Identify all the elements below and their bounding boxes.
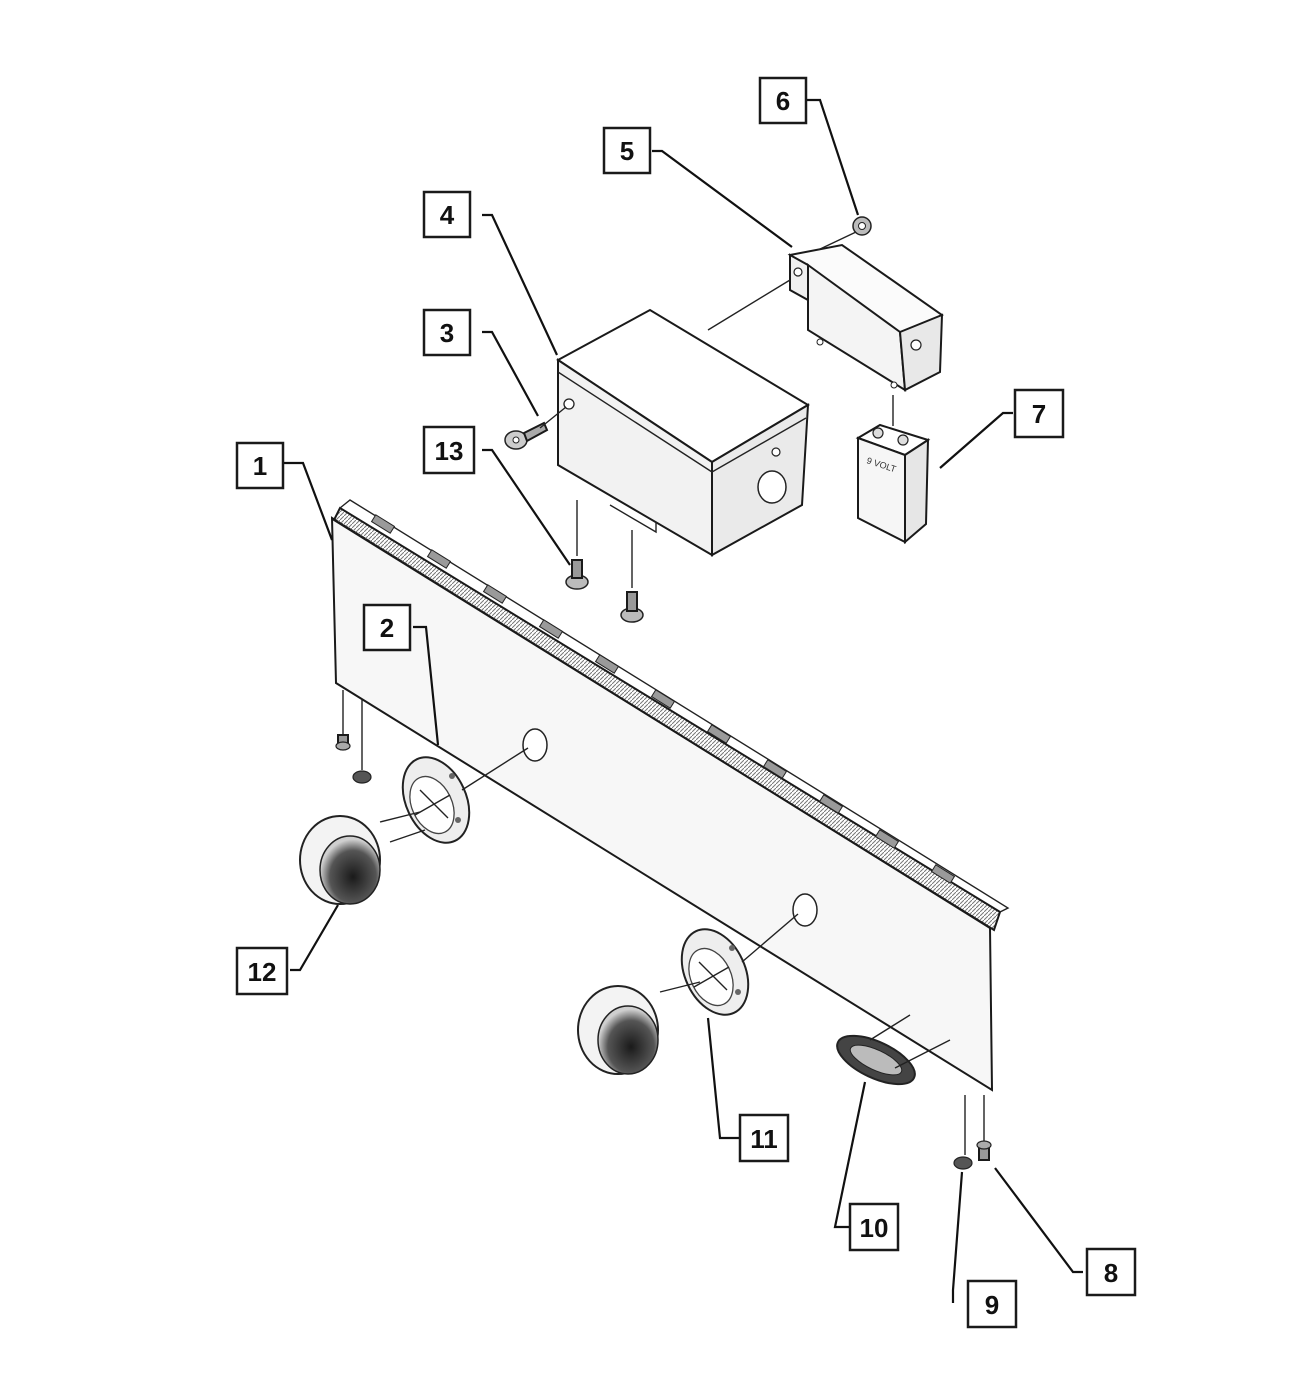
- callout-13: 13: [422, 425, 476, 475]
- housing-screw-hole: [563, 398, 575, 410]
- plate-hole-right: [792, 893, 818, 927]
- circuit-board-bracket: [787, 243, 944, 392]
- lamp-lens-left: [299, 815, 381, 905]
- callout-label: 1: [253, 451, 267, 481]
- callout-label: 11: [750, 1124, 778, 1154]
- lamp-lens-right: [577, 985, 659, 1075]
- housing-knockout: [757, 470, 787, 504]
- callout-5: 5: [602, 126, 652, 175]
- callout-8: 8: [1085, 1247, 1137, 1297]
- callout-11: 11: [738, 1113, 790, 1163]
- callout-9: 9: [966, 1279, 1018, 1329]
- screws-13: [565, 500, 644, 623]
- lamp-base-right: [680, 928, 750, 1016]
- plate-hinge-tabs: [370, 514, 956, 884]
- callout-label: 9: [985, 1290, 999, 1320]
- callout-6: 6: [758, 76, 808, 125]
- callout-label: 8: [1104, 1258, 1118, 1288]
- plate-hole-left: [522, 728, 548, 762]
- callout-label: 13: [435, 436, 464, 466]
- callout-label: 7: [1032, 399, 1046, 429]
- callout-label: 2: [380, 613, 394, 643]
- callout-7: 7: [1013, 388, 1065, 439]
- callout-1: 1: [235, 441, 285, 490]
- callout-label: 4: [440, 200, 455, 230]
- right-screw-washer: [953, 1095, 992, 1170]
- callout-label: 12: [248, 957, 277, 987]
- nut: [852, 216, 872, 236]
- oval-plate: [836, 1034, 916, 1086]
- lamp-base-left: [401, 756, 471, 844]
- callout-label: 5: [620, 136, 634, 166]
- callout-3: 3: [422, 308, 472, 357]
- control-box-housing: [556, 308, 810, 557]
- callout-10: 10: [848, 1202, 900, 1252]
- battery-9v: 9 VOLT: [855, 423, 931, 545]
- callout-2: 2: [362, 603, 412, 652]
- callout-label: 10: [860, 1213, 889, 1243]
- leader-lines: [283, 98, 1083, 1303]
- callout-4: 4: [422, 190, 472, 239]
- callout-12: 12: [235, 946, 289, 996]
- left-screw-washer: [335, 690, 372, 784]
- assembly-lines: [379, 231, 951, 1069]
- callout-label: 6: [776, 86, 790, 116]
- callout-label: 3: [440, 318, 454, 348]
- mounting-plate: [330, 499, 1010, 1092]
